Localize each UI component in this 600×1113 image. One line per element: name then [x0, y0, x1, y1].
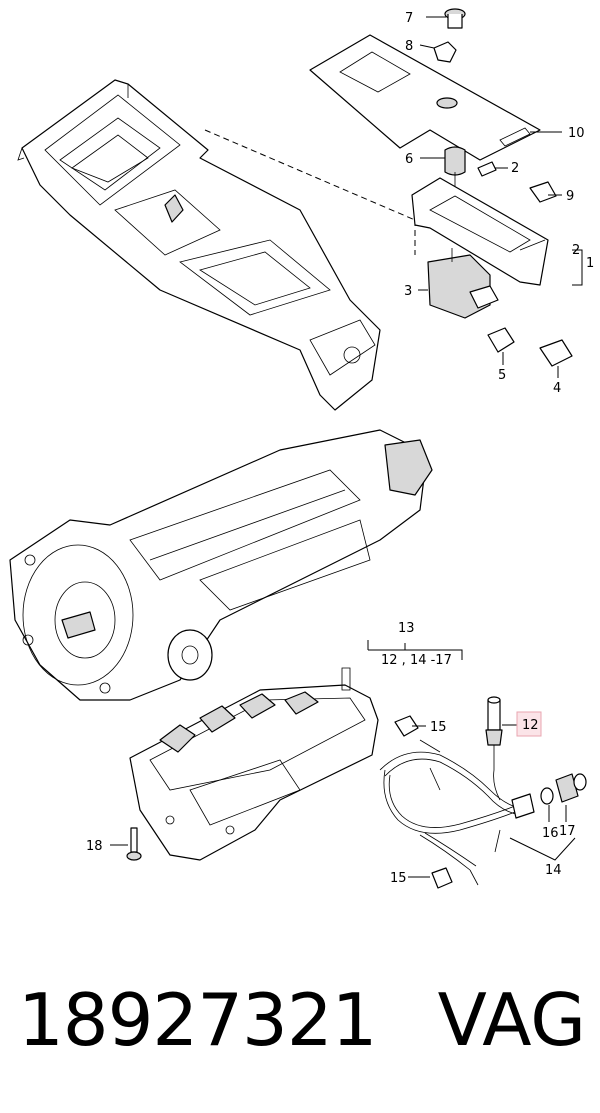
callout-3: 3	[404, 284, 412, 299]
bulb-2	[477, 161, 497, 177]
callout-7: 7	[405, 11, 413, 26]
valve-body	[129, 667, 379, 861]
clip-8	[433, 41, 457, 63]
switch-housing	[411, 177, 549, 286]
footer: 18927321 VAG	[0, 975, 600, 1075]
seal-16	[540, 787, 554, 805]
clip-9	[529, 181, 557, 203]
callout-14: 14	[545, 863, 562, 878]
callout-13: 13	[398, 621, 415, 636]
callout-5: 5	[498, 368, 506, 383]
callout-12: 12	[522, 718, 539, 733]
callout-2a: 2	[511, 161, 519, 176]
callout-17: 17	[559, 824, 576, 839]
connector-15-bottom	[431, 867, 453, 889]
bolt-18	[126, 827, 142, 861]
plug-17	[555, 773, 587, 803]
callout-2b: 2	[572, 243, 580, 258]
connector-4	[539, 339, 573, 367]
wiring-harness	[379, 739, 521, 886]
cover-plate	[309, 34, 541, 161]
sensor-12	[485, 696, 503, 801]
callout-16: 16	[542, 826, 559, 841]
connector-5	[487, 327, 515, 353]
part-number: 18927321	[18, 978, 377, 1062]
callout-10: 10	[568, 126, 585, 141]
highlight-12	[516, 711, 542, 737]
callout-1: 1	[586, 256, 594, 271]
connector-15-top	[394, 715, 419, 737]
callout-15b: 15	[390, 871, 407, 886]
callout-9: 9	[566, 189, 574, 204]
callout-13-sub: 12 , 14 -17	[381, 653, 452, 668]
callout-18: 18	[86, 839, 103, 854]
switch-3	[427, 248, 499, 319]
callout-4: 4	[553, 381, 561, 396]
brand-name: VAG	[437, 978, 586, 1062]
transmission	[9, 429, 433, 701]
center-console	[17, 79, 381, 411]
bolt-7	[444, 8, 466, 29]
callout-8: 8	[405, 39, 413, 54]
callout-6: 6	[405, 152, 413, 167]
callout-15a: 15	[430, 720, 447, 735]
